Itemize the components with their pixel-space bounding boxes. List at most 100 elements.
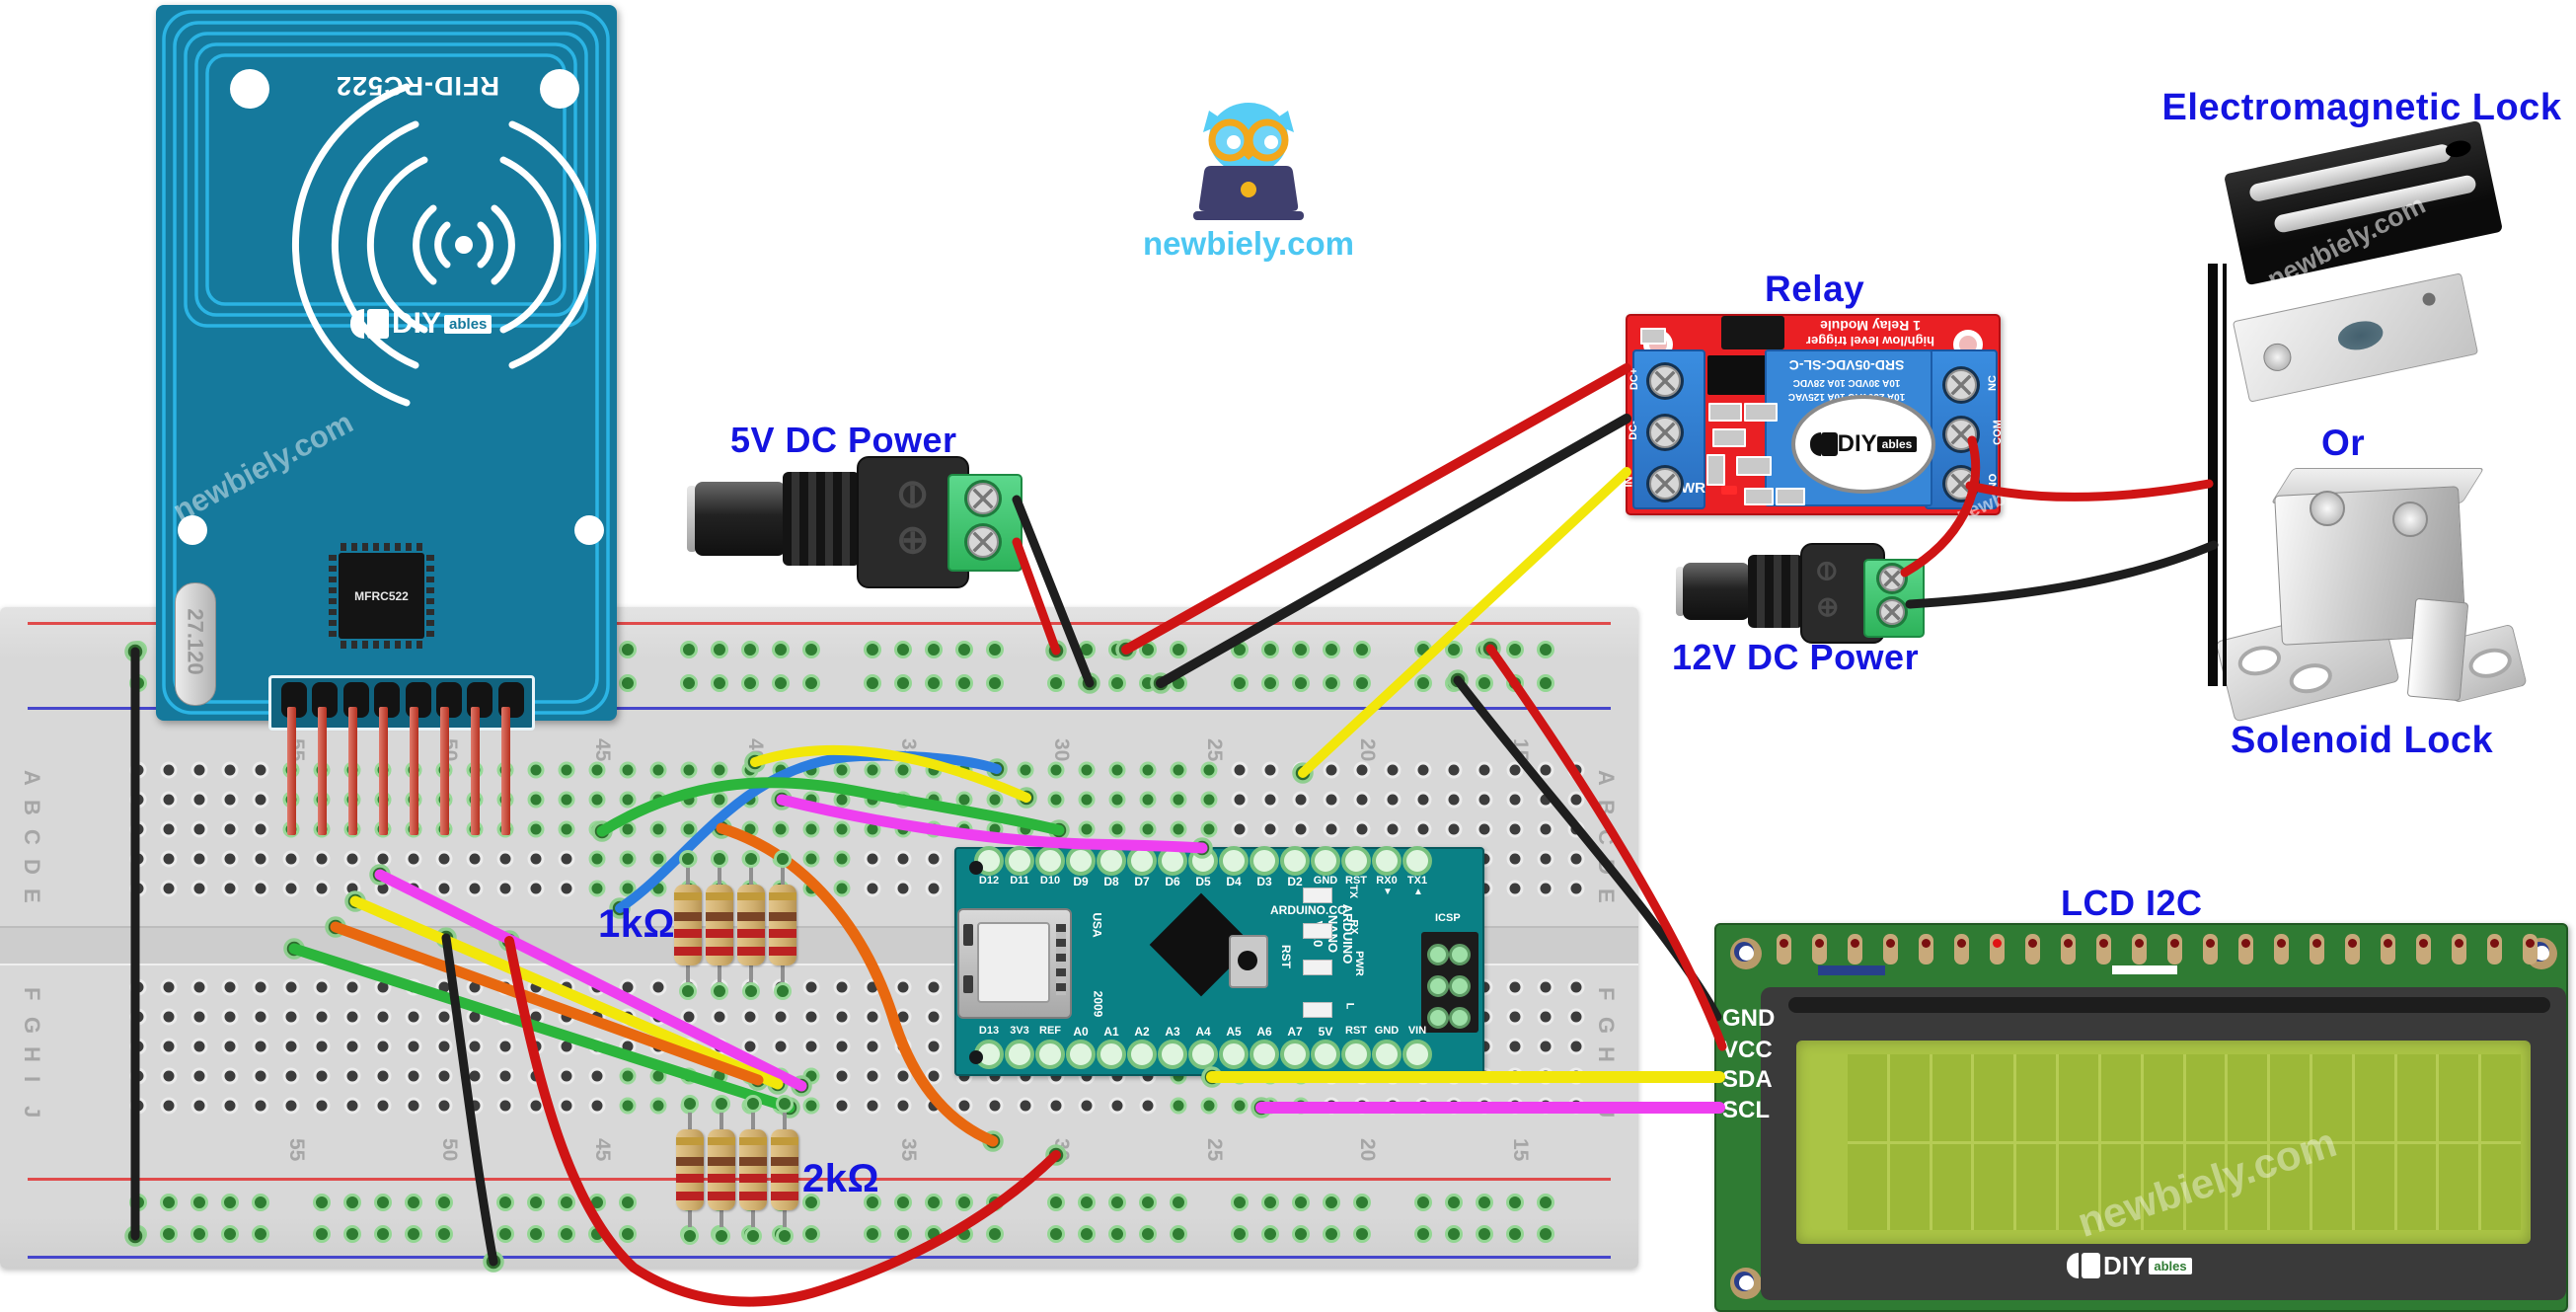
diy-text: DIY [1837, 430, 1877, 457]
label-em-lock: Electromagnetic Lock [2161, 87, 2562, 128]
lock-selector-line [2223, 264, 2227, 686]
lcd-solder-pad [2025, 934, 2040, 965]
nano-pin-label-bottom: A3 [1165, 1025, 1180, 1039]
diyables-logo-lcd: DIY ables [2067, 1252, 2192, 1279]
nano-pad-top-D2 [1280, 846, 1310, 876]
lcd-cell [2481, 1143, 2521, 1230]
nano-pad-bottom-A3 [1158, 1040, 1187, 1069]
lcd-screen: newbiely.com [1796, 1041, 2531, 1246]
nano-pad-bottom-A1 [1097, 1040, 1126, 1069]
lcd-cell [2228, 1054, 2268, 1141]
nano-pad-bottom-A4 [1188, 1040, 1218, 1069]
lcd-pad-hole [1886, 939, 1895, 948]
usb-inner [977, 922, 1050, 1003]
nano-pin-label-bottom: GND [1374, 1025, 1400, 1037]
relay-module: high/low level trigger 1 Relay Module SR… [1624, 314, 2081, 527]
nano-pin-label-top: D5 [1195, 875, 1211, 888]
rfid-pin [471, 707, 480, 835]
lcd-solder-pad [2096, 934, 2111, 965]
lcd-cell [1848, 1054, 1887, 1141]
lcd-pad-hole [2241, 939, 2250, 948]
resistor-band [706, 929, 733, 938]
nano-pad-top-GND [1311, 846, 1340, 876]
antenna-dot-icon [455, 236, 473, 254]
resistor-lead-dot [679, 982, 697, 1000]
lcd-solder-pad [1954, 934, 1969, 965]
lcd-solder-pad [2452, 934, 2466, 965]
jack-ribs-icon [783, 472, 860, 566]
bottom-blue-rail-line [28, 1256, 1611, 1259]
nano-pin-label-bottom: A5 [1226, 1025, 1242, 1039]
lcd-solder-pad [1990, 934, 2005, 965]
lcd-solder-pad [1812, 934, 1827, 965]
rfid-pin [410, 707, 418, 835]
resistor-lead-dot [744, 1095, 762, 1113]
relay-header-text: high/low level trigger 1 Relay Module [1805, 318, 1935, 348]
lcd-cell [2270, 1143, 2310, 1230]
smd-component [1744, 488, 1774, 505]
nano-pad-bottom-GND [1372, 1040, 1402, 1069]
resistor-band [708, 1137, 735, 1145]
pwr-led [1721, 486, 1737, 495]
icsp-pad [1449, 1007, 1471, 1029]
label-or: Or [2321, 423, 2366, 463]
lcd-cell [1848, 1143, 1887, 1230]
resistor-lead-dot [713, 1227, 730, 1245]
resistor-band [676, 1157, 704, 1166]
jack-terminal-block [1863, 559, 1925, 638]
lcd-character-grid [1848, 1054, 2521, 1230]
lcd-cell [1889, 1054, 1930, 1141]
nano-pad-top-D5 [1188, 846, 1218, 876]
site-name-text: newbiely.com [1143, 225, 1354, 262]
nano-pad-top-D7 [1127, 846, 1157, 876]
resistor-lead-dot [681, 1227, 699, 1245]
jack-ribs-icon [1748, 555, 1803, 628]
ables-text: ables [1876, 436, 1918, 452]
rfid-pin-header [268, 675, 535, 731]
icsp-pad [1449, 944, 1471, 965]
lcd-solder-pad [2203, 934, 2218, 965]
diy-text: DIY [2103, 1251, 2147, 1280]
lcd-solder-pad [2523, 934, 2538, 965]
rfid-pin [318, 707, 327, 835]
ables-text: ables [2149, 1257, 2192, 1274]
lcd-cell [2185, 1054, 2226, 1141]
resistor-lead-dot [774, 982, 792, 1000]
lcd-pad-hole [2135, 939, 2144, 948]
lcd-cell [1889, 1143, 1930, 1230]
resistor-band [674, 929, 702, 938]
nano-pad-top-D6 [1158, 846, 1187, 876]
lcd-cell [2481, 1054, 2521, 1141]
smd-component [1708, 403, 1742, 422]
bracket-hole-icon [2235, 641, 2285, 680]
optocoupler-chip [1707, 355, 1769, 395]
lcd-pad-hole [2170, 939, 2179, 948]
lcd-pad-hole [1922, 939, 1931, 948]
nano-pin-label-bottom: D13 [978, 1025, 1000, 1037]
resistor-lead-dot [681, 1095, 699, 1113]
reset-button-cap[interactable] [1238, 951, 1257, 970]
nano-pad-top-D3 [1250, 846, 1279, 876]
nano-pad-top-D4 [1219, 846, 1249, 876]
lcd-pad-hole [2526, 939, 2535, 948]
resistor-band [737, 892, 765, 900]
resistor-band [769, 892, 796, 900]
resistor-band [737, 912, 765, 921]
nano-pad-bottom-A6 [1250, 1040, 1279, 1069]
smd-component [1744, 403, 1778, 422]
lcd-groove-icon [1788, 997, 2550, 1013]
resistor [739, 1129, 767, 1210]
crystal-27mhz: 27.120 [175, 582, 216, 706]
lock-selector-line [2208, 264, 2218, 686]
lcd-cell [2016, 1054, 2057, 1141]
lcd-cell [2439, 1143, 2479, 1230]
reset-button[interactable] [1229, 935, 1268, 988]
plus-terminal-icon: ⊕ [1816, 591, 1840, 622]
label-5v-power: 5V DC Power [730, 420, 957, 460]
lcd-solder-pad [1919, 934, 1933, 965]
resistor-band [676, 1192, 704, 1200]
led-label-TX: TX [1347, 884, 1360, 899]
lcd-cell [2143, 1143, 2183, 1230]
wire-relay-no-red [1965, 479, 2214, 502]
resistor-lead-dot [713, 1095, 730, 1113]
